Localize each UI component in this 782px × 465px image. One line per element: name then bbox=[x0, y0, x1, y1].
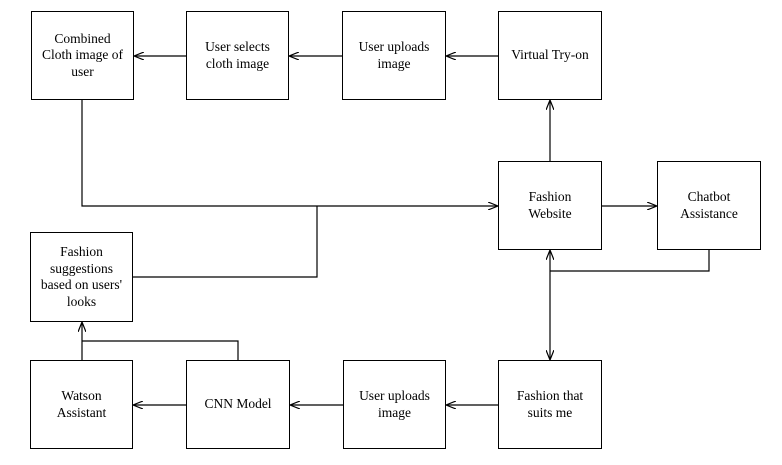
node-label: User selects cloth image bbox=[205, 39, 270, 71]
node-label: CNN Model bbox=[204, 396, 272, 412]
node-fashion-that-suits-me: Fashion that suits me bbox=[498, 360, 602, 449]
node-fashion-website: Fashion Website bbox=[498, 161, 602, 250]
node-combined-cloth-image: Combined Cloth image of user bbox=[31, 11, 134, 100]
node-user-uploads-image-bottom: User uploads image bbox=[343, 360, 446, 449]
node-watson-assistant: Watson Assistant bbox=[30, 360, 133, 449]
node-user-selects-cloth: User selects cloth image bbox=[186, 11, 289, 100]
connector-cnn-to-suggestions bbox=[82, 340, 239, 360]
node-label: Virtual Try-on bbox=[511, 47, 589, 63]
node-fashion-suggestions: Fashion suggestions based on users' look… bbox=[30, 232, 133, 322]
node-label: User uploads image bbox=[358, 39, 430, 71]
node-label: Watson Assistant bbox=[56, 388, 107, 420]
connector-suggestions-to-website bbox=[133, 206, 318, 278]
node-chatbot-assistance: Chatbot Assistance bbox=[657, 161, 761, 250]
node-user-uploads-image-top: User uploads image bbox=[342, 11, 446, 100]
node-label: Fashion Website bbox=[528, 189, 572, 221]
node-label: Fashion suggestions based on users' look… bbox=[40, 244, 123, 309]
node-label: Chatbot Assistance bbox=[680, 189, 738, 221]
node-virtual-try-on: Virtual Try-on bbox=[498, 11, 602, 100]
arrow-combined-to-website bbox=[81, 100, 497, 206]
node-cnn-model: CNN Model bbox=[186, 360, 290, 449]
node-label: Combined Cloth image of user bbox=[42, 30, 123, 79]
connector-chatbot-to-website bbox=[550, 250, 710, 272]
node-label: Fashion that suits me bbox=[516, 388, 584, 420]
node-label: User uploads image bbox=[359, 388, 430, 420]
